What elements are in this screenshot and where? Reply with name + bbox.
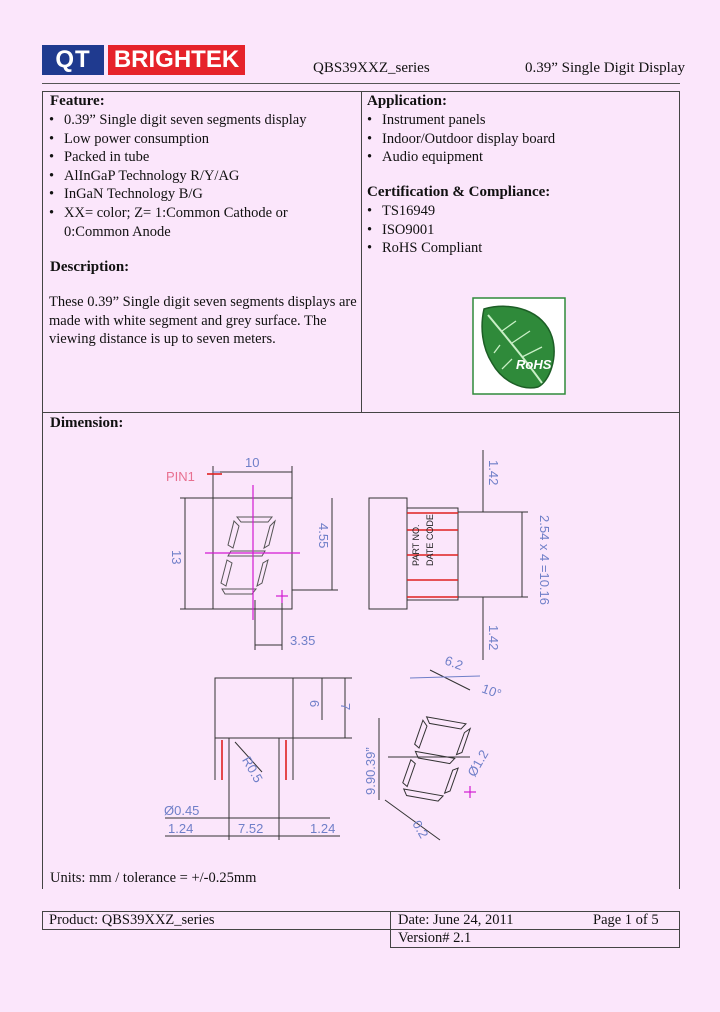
seven-segment-outline [220,516,276,595]
feature-item: Low power consumption [47,130,355,149]
header-series: QBS39XXZ_series [313,60,430,76]
feature-list: 0.39” Single digit seven segments displa… [47,111,355,241]
dim-62: 6.2 [443,653,465,673]
feature-item: XX= color; Z= 1:Common Cathode or 0:Comm… [47,204,355,241]
dim-pin1: PIN1 [166,469,195,484]
feature-box: Feature: 0.39” Single digit seven segmen… [42,91,362,413]
date-code-label: DATE CODE [425,514,435,566]
dim-124-left: 1.24 [168,821,193,836]
dim-10deg: 10° [480,681,504,702]
dim-124-right: 1.24 [310,821,335,836]
dim-seg: 9.90.39” [363,747,378,795]
angled-view [402,716,472,802]
description-heading: Description: [50,259,130,275]
dim-335: 3.35 [290,633,315,648]
dim-455: 4.55 [316,523,331,548]
application-item: Instrument panels [365,111,665,130]
pins [207,473,458,780]
dim-752: 7.52 [238,821,263,836]
dim-02: 0.2 [409,818,431,841]
certification-heading: Certification & Compliance: [367,184,551,200]
dim-142-bottom: 1.42 [486,625,501,650]
feature-item: AlInGaP Technology R/Y/AG [47,167,355,186]
application-box: Application: Instrument panels Indoor/Ou… [361,91,680,413]
feature-heading: Feature: [50,93,105,109]
part-no-label: PART NO. [411,524,421,566]
dim-6: 6 [307,700,322,707]
leaf-icon [481,305,555,389]
bottom-view-body [214,677,294,739]
dim-045: Ø0.45 [164,803,199,818]
logo-qt: QT [42,45,104,75]
footer-version: Version# 2.1 [398,930,472,946]
feature-item: Packed in tube [47,148,355,167]
dim-7: 7 [338,703,353,710]
rohs-logo: RoHS [472,297,566,395]
certification-item: RoHS Compliant [365,239,665,258]
footer-page: Page 1 of 5 [593,912,659,928]
application-list: Instrument panels Indoor/Outdoor display… [365,111,665,167]
header-divider [42,83,680,84]
dim-pitch: 2.54 x 4 =10.16 [537,515,552,605]
dim-w10: 10 [245,455,259,470]
feature-item: 0.39” Single digit seven segments displa… [47,111,355,130]
side-view-body [368,497,408,610]
certification-list: TS16949 ISO9001 RoHS Compliant [365,202,665,258]
feature-item: InGaN Technology B/G [47,185,355,204]
dim-h13: 13 [169,550,184,564]
application-heading: Application: [367,93,448,109]
dim-12: Ø1.2 [464,747,491,779]
application-item: Indoor/Outdoor display board [365,130,665,149]
dimension-box: Dimension: Units: mm / tolerance = +/-0.… [42,412,680,889]
certification-item: TS16949 [365,202,665,221]
units-note: Units: mm / tolerance = +/-0.25mm [50,870,257,886]
dim-r05: R0.5 [239,754,266,785]
crosshair-markers [205,485,476,798]
application-item: Audio equipment [365,148,665,167]
footer-date: Date: June 24, 2011 [398,912,514,928]
footer-product: Product: QBS39XXZ_series [49,912,215,928]
dim-142-top: 1.42 [486,460,501,485]
certification-item: ISO9001 [365,221,665,240]
logo-brightek: BRIGHTEK [108,45,245,75]
company-logo: QT BRIGHTEK [42,45,245,75]
rohs-label: RoHS [516,357,552,372]
footer-table: Product: QBS39XXZ_series Date: June 24, … [42,911,680,948]
dimension-heading: Dimension: [50,415,124,431]
description-text: These 0.39” Single digit seven segments … [49,294,357,348]
header-title: 0.39” Single Digit Display [525,60,685,76]
